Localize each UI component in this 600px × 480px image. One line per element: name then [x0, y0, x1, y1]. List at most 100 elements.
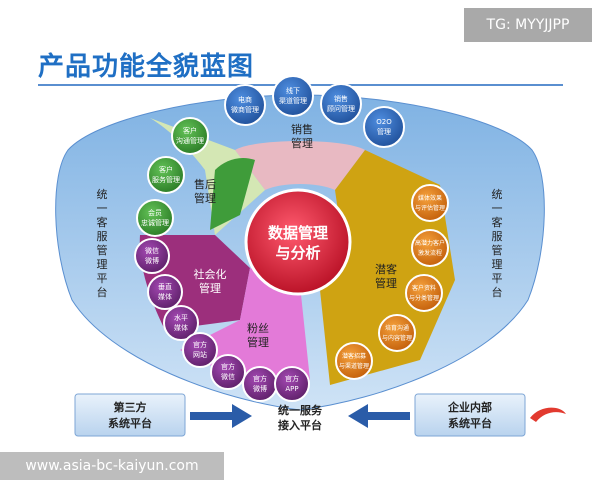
svg-text:一: 一 [492, 202, 503, 215]
evermotion-logo-icon [530, 407, 566, 422]
svg-text:水平: 水平 [174, 313, 188, 322]
svg-text:沟通管理: 沟通管理 [176, 136, 204, 145]
node-social-3: 水平 媒体 [163, 305, 199, 341]
segment-label-fans-1: 粉丝 [247, 322, 269, 335]
svg-text:与内容管理: 与内容管理 [382, 334, 412, 342]
svg-text:微博: 微博 [145, 256, 159, 265]
svg-text:APP: APP [285, 385, 298, 393]
segment-label-social-2: 管理 [199, 281, 221, 295]
svg-text:客: 客 [492, 215, 503, 229]
node-sales-3: 销售 顾问管理 [320, 83, 362, 125]
svg-text:平: 平 [492, 272, 503, 285]
svg-text:微博: 微博 [253, 384, 267, 393]
svg-text:媒体: 媒体 [174, 323, 188, 332]
node-after-sales-3: 会员 忠诚管理 [136, 199, 174, 237]
svg-text:与渠道管理: 与渠道管理 [339, 362, 369, 370]
node-prospect-1: 媒体效果 与评估管理 [411, 184, 449, 222]
svg-text:台: 台 [97, 285, 108, 299]
center-label-1: 数据管理 [268, 224, 328, 242]
enterprise-box [414, 393, 526, 437]
segment-label-sales-1: 销售 [291, 122, 313, 136]
svg-text:台: 台 [492, 285, 503, 299]
arrow-left-icon [348, 404, 410, 428]
svg-text:顾问管理: 顾问管理 [327, 104, 355, 113]
svg-text:忠诚管理: 忠诚管理 [141, 218, 169, 227]
svg-text:官方: 官方 [285, 374, 299, 383]
svg-text:O2O: O2O [376, 118, 392, 126]
svg-text:服务管理: 服务管理 [152, 175, 180, 184]
tg-badge: TG: MYYJJPP [464, 8, 592, 42]
svg-text:理: 理 [492, 258, 503, 271]
svg-text:官方: 官方 [221, 362, 235, 371]
svg-text:电商: 电商 [238, 95, 252, 104]
node-sales-2: 线下 渠道管理 [272, 75, 314, 117]
node-prospect-3: 客户资料 与分类管理 [405, 274, 443, 312]
svg-text:微信: 微信 [221, 372, 235, 381]
svg-text:与分类管理: 与分类管理 [409, 294, 439, 302]
svg-text:培育沟通: 培育沟通 [385, 324, 409, 332]
node-sales-4: O2O 管理 [363, 106, 405, 148]
third-party-label-2: 系统平台 [108, 416, 152, 430]
svg-text:一: 一 [97, 202, 108, 215]
svg-text:客户: 客户 [183, 126, 197, 135]
svg-text:媒体: 媒体 [158, 292, 172, 301]
third-party-label-1: 第三方 [114, 400, 147, 414]
svg-text:潜客招募: 潜客招募 [342, 352, 366, 360]
page-title: 产品功能全貌蓝图 [38, 52, 255, 82]
svg-text:统: 统 [97, 188, 108, 201]
svg-text:高潜力客户: 高潜力客户 [415, 239, 445, 247]
svg-text:理: 理 [97, 258, 108, 271]
watermark-url: www.asia-bc-kaiyun.com [0, 452, 224, 480]
node-social-2: 垂直 媒体 [147, 274, 183, 310]
svg-text:统: 统 [492, 188, 503, 201]
svg-text:微商管理: 微商管理 [231, 105, 259, 114]
node-social-1: 微信 微博 [134, 238, 170, 274]
svg-text:管: 管 [97, 243, 108, 257]
segment-label-fans-2: 管理 [247, 335, 269, 349]
svg-text:线下: 线下 [286, 86, 300, 95]
node-fans-1: 官方 网站 [182, 332, 218, 368]
node-prospect-2: 高潜力客户 激发流程 [411, 229, 449, 267]
node-fans-3: 官方 微博 [242, 366, 278, 402]
svg-text:官方: 官方 [253, 374, 267, 383]
arrow-right-icon [190, 404, 252, 428]
segment-after-sales-inner [210, 158, 255, 230]
hub-label-2: 接入平台 [278, 418, 322, 432]
svg-text:客户: 客户 [159, 165, 173, 174]
center-label-2: 与分析 [275, 244, 320, 262]
svg-text:微信: 微信 [145, 246, 159, 255]
svg-text:客: 客 [97, 215, 108, 229]
hub-label-1: 统一服务 [278, 403, 323, 417]
svg-text:服: 服 [492, 230, 503, 243]
svg-text:销售: 销售 [334, 94, 348, 103]
svg-text:与评估管理: 与评估管理 [415, 204, 445, 212]
enterprise-label-1: 企业内部 [447, 400, 492, 414]
segment-label-prospect-1: 潜客 [375, 262, 397, 276]
segment-label-after-sales-1: 售后 [194, 177, 216, 191]
side-label-left: 统 一 客 服 管 理 平 台 [97, 188, 108, 299]
enterprise-label-2: 系统平台 [448, 416, 492, 430]
svg-text:媒体效果: 媒体效果 [418, 194, 442, 202]
svg-text:管理: 管理 [377, 127, 391, 136]
node-prospect-5: 潜客招募 与渠道管理 [335, 342, 373, 380]
side-label-right: 统 一 客 服 管 理 平 台 [492, 188, 503, 299]
segment-label-prospect-2: 管理 [375, 276, 397, 290]
svg-text:服: 服 [97, 230, 108, 243]
svg-text:平: 平 [97, 272, 108, 285]
node-fans-4: 官方 APP [274, 366, 310, 402]
segment-label-social-1: 社会化 [194, 267, 227, 281]
node-prospect-4: 培育沟通 与内容管理 [378, 314, 416, 352]
svg-text:官方: 官方 [193, 340, 207, 349]
svg-text:垂直: 垂直 [158, 282, 172, 291]
node-after-sales-1: 客户 沟通管理 [171, 117, 209, 155]
svg-text:激发流程: 激发流程 [418, 249, 442, 257]
svg-text:网站: 网站 [193, 350, 207, 359]
node-after-sales-2: 客户 服务管理 [147, 156, 185, 194]
third-party-box [74, 393, 186, 437]
node-sales-1: 电商 微商管理 [224, 84, 266, 126]
center-circle [244, 188, 352, 296]
svg-text:客户资料: 客户资料 [412, 284, 436, 292]
segment-label-sales-2: 管理 [291, 136, 313, 150]
